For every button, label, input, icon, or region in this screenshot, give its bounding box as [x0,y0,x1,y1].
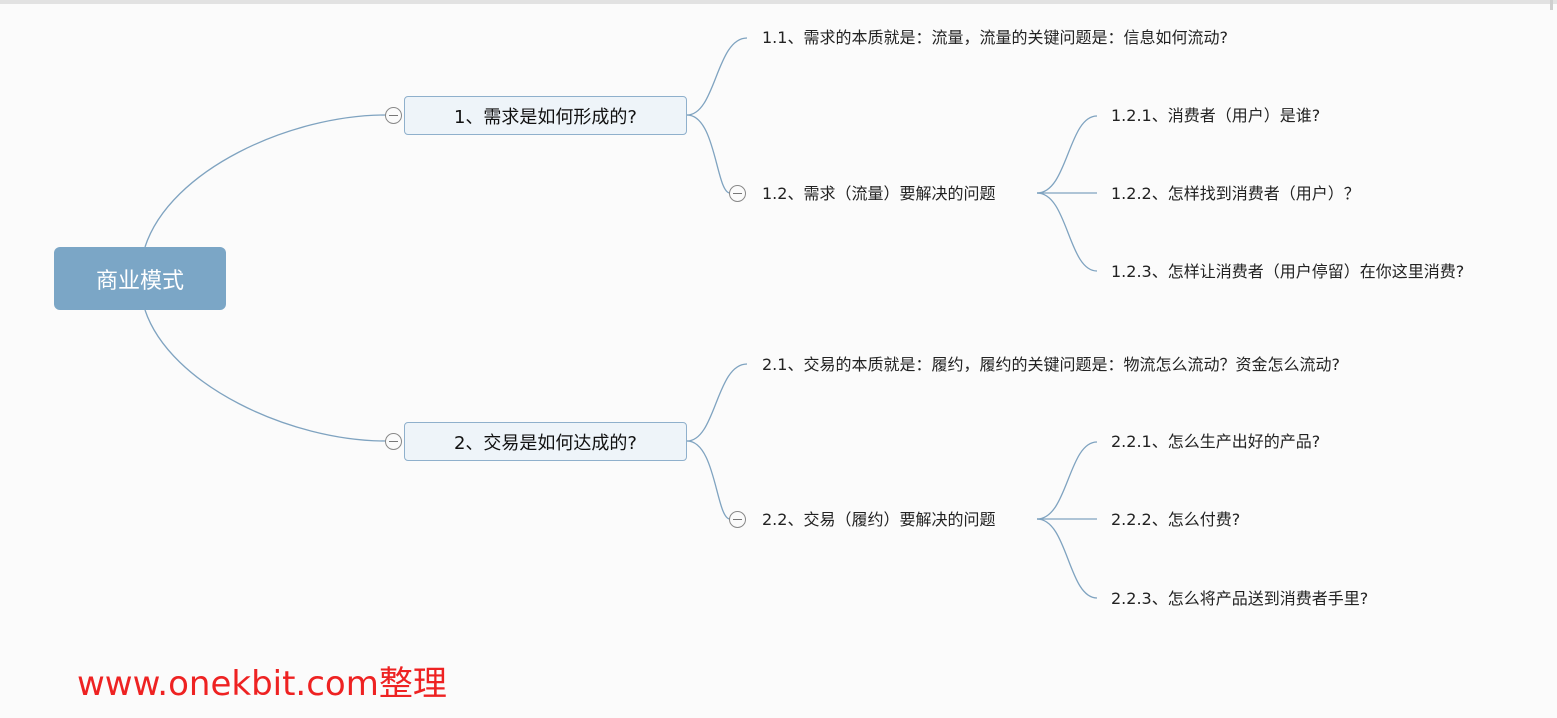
subtopic-1-2-1-label: 1.2.1、消费者（用户）是谁? [1111,106,1321,125]
subtopic-2-2-1-label: 2.2.1、怎么生产出好的产品? [1111,432,1321,451]
main-topic-1[interactable]: 1、需求是如何形成的? [404,96,687,135]
subtopic-1-1[interactable]: 1.1、需求的本质就是：流量，流量的关键问题是：信息如何流动? [762,28,1228,48]
connector-b2-2-1 [686,363,748,442]
subtopic-1-2-2[interactable]: 1.2.2、怎样找到消费者（用户）？ [1111,184,1360,204]
connector-b1-1-2 [686,114,731,194]
connector-b1-1-1 [686,37,748,116]
subtopic-1-1-label: 1.1、需求的本质就是：流量，流量的关键问题是：信息如何流动? [762,28,1228,47]
watermark-text: www.onekbit.com整理 [77,664,447,704]
subtopic-1-2-label: 1.2、需求（流量）要解决的问题 [762,184,996,203]
main-topic-2[interactable]: 2、交易是如何达成的? [404,422,687,461]
window-top-border [0,0,1557,10]
collapse-branch2-icon[interactable] [385,433,402,450]
connector-1-2-1 [1036,115,1098,194]
subtopic-2-2-label: 2.2、交易（履约）要解决的问题 [762,510,996,529]
collapse-branch1-icon[interactable] [385,107,402,124]
subtopic-2-1[interactable]: 2.1、交易的本质就是：履约，履约的关键问题是：物流怎么流动？资金怎么流动? [762,355,1340,375]
subtopic-2-2-2-label: 2.2.2、怎么付费? [1111,510,1241,529]
central-topic-label: 商业模式 [95,268,184,294]
subtopic-2-2-3[interactable]: 2.2.3、怎么将产品送到消费者手里? [1111,589,1368,609]
subtopic-2-2-1[interactable]: 2.2.1、怎么生产出好的产品? [1111,432,1320,452]
main-topic-2-label: 2、交易是如何达成的? [453,432,637,454]
subtopic-1-2-2-label: 1.2.2、怎样找到消费者（用户）？ [1111,184,1360,203]
central-topic[interactable]: 商业模式 [54,247,226,310]
connector-root-branch1 [144,114,387,248]
connector-2-2-3 [1036,518,1098,599]
connector-b2-2-2 [686,440,731,520]
subtopic-1-2-3-label: 1.2.3、怎样让消费者（用户停留）在你这里消费? [1111,262,1465,281]
connector-1-2-3 [1036,192,1098,272]
subtopic-2-2-2[interactable]: 2.2.2、怎么付费? [1111,510,1240,530]
subtopic-1-2[interactable]: 1.2、需求（流量）要解决的问题 [762,184,995,204]
main-topic-1-label: 1、需求是如何形成的? [453,106,637,128]
connector-root-branch2 [144,309,387,442]
connector-2-2-1 [1036,441,1098,520]
subtopic-2-2[interactable]: 2.2、交易（履约）要解决的问题 [762,510,995,530]
subtopic-2-1-label: 2.1、交易的本质就是：履约，履约的关键问题是：物流怎么流动？资金怎么流动? [762,355,1340,374]
subtopic-1-2-1[interactable]: 1.2.1、消费者（用户）是谁? [1111,106,1320,126]
subtopic-2-2-3-label: 2.2.3、怎么将产品送到消费者手里? [1111,589,1369,608]
collapse-1-2-icon[interactable] [729,185,746,202]
collapse-2-2-icon[interactable] [729,511,746,528]
subtopic-1-2-3[interactable]: 1.2.3、怎样让消费者（用户停留）在你这里消费? [1111,262,1464,282]
